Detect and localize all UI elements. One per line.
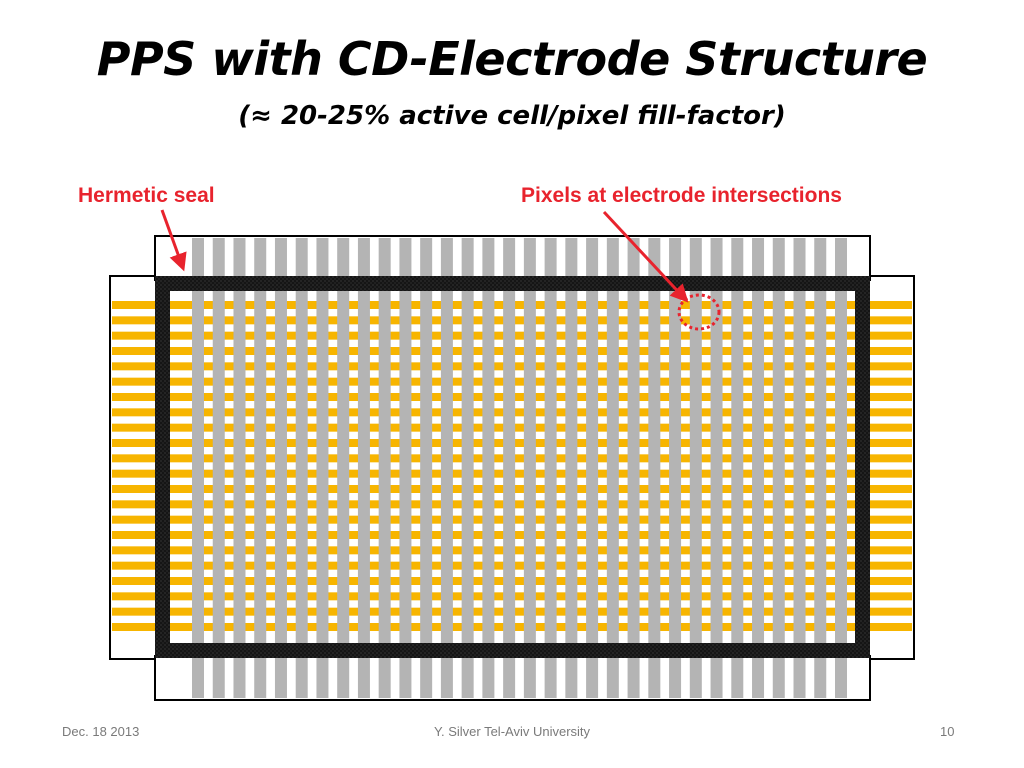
page-number: 10 [940,724,955,739]
column-electrode [192,238,204,698]
column-electrode [544,238,557,698]
column-electrode [648,238,661,698]
column-electrode [793,238,806,698]
pixels-label: Pixels at electrode intersections [521,184,842,207]
column-electrode [357,238,370,698]
column-electrode [814,238,827,698]
column-electrode [420,238,433,698]
column-electrode [689,238,702,698]
column-electrode [565,238,578,698]
slide-title: PPS with CD-Electrode Structure [96,32,928,86]
column-electrode [399,238,412,698]
column-electrode [482,238,495,698]
column-electrode [254,238,267,698]
column-electrode [316,238,329,698]
column-electrode [523,238,536,698]
column-electrode [233,238,246,698]
hermetic-seal-label: Hermetic seal [78,184,215,207]
column-electrode [212,238,225,698]
column-electrode [772,238,785,698]
column-electrode [627,238,640,698]
column-electrode [710,238,723,698]
slide-subtitle: (≈ 20-25% active cell/pixel fill-factor) [238,101,786,131]
column-electrode [274,238,287,698]
column-electrode [461,238,474,698]
column-electrode [669,238,682,698]
column-electrode [378,238,391,698]
column-electrode [752,238,765,698]
column-electrodes [192,238,847,698]
column-electrode [503,238,516,698]
column-electrode [586,238,599,698]
column-electrode [835,238,847,698]
column-electrode [606,238,619,698]
column-electrode [337,238,350,698]
footer-author: Y. Silver Tel-Aviv University [433,724,591,739]
column-electrode [731,238,744,698]
pixel-highlight-circle [677,293,721,331]
footer-date: Dec. 18 2013 [62,724,140,739]
pixels-arrow [602,210,689,303]
column-electrode [440,238,453,698]
column-electrode [295,238,308,698]
hermetic-seal-arrow [160,209,187,272]
hermetic-seal-frame [155,276,870,658]
